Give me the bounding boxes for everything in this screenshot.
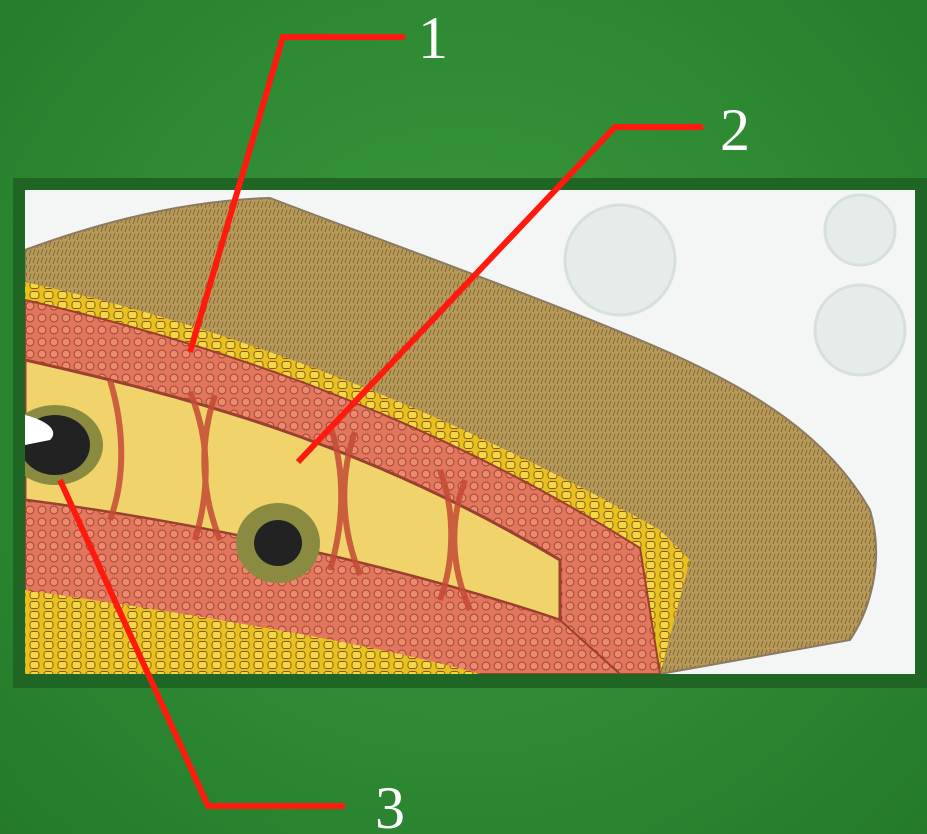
illustration-panel — [7, 178, 927, 688]
label-1: 1 — [418, 5, 448, 71]
background-cell — [565, 205, 675, 315]
background-cell — [815, 285, 905, 375]
center-nucleus — [236, 503, 320, 583]
label-3: 3 — [375, 775, 405, 834]
background-cell — [825, 195, 895, 265]
label-2: 2 — [720, 97, 750, 163]
